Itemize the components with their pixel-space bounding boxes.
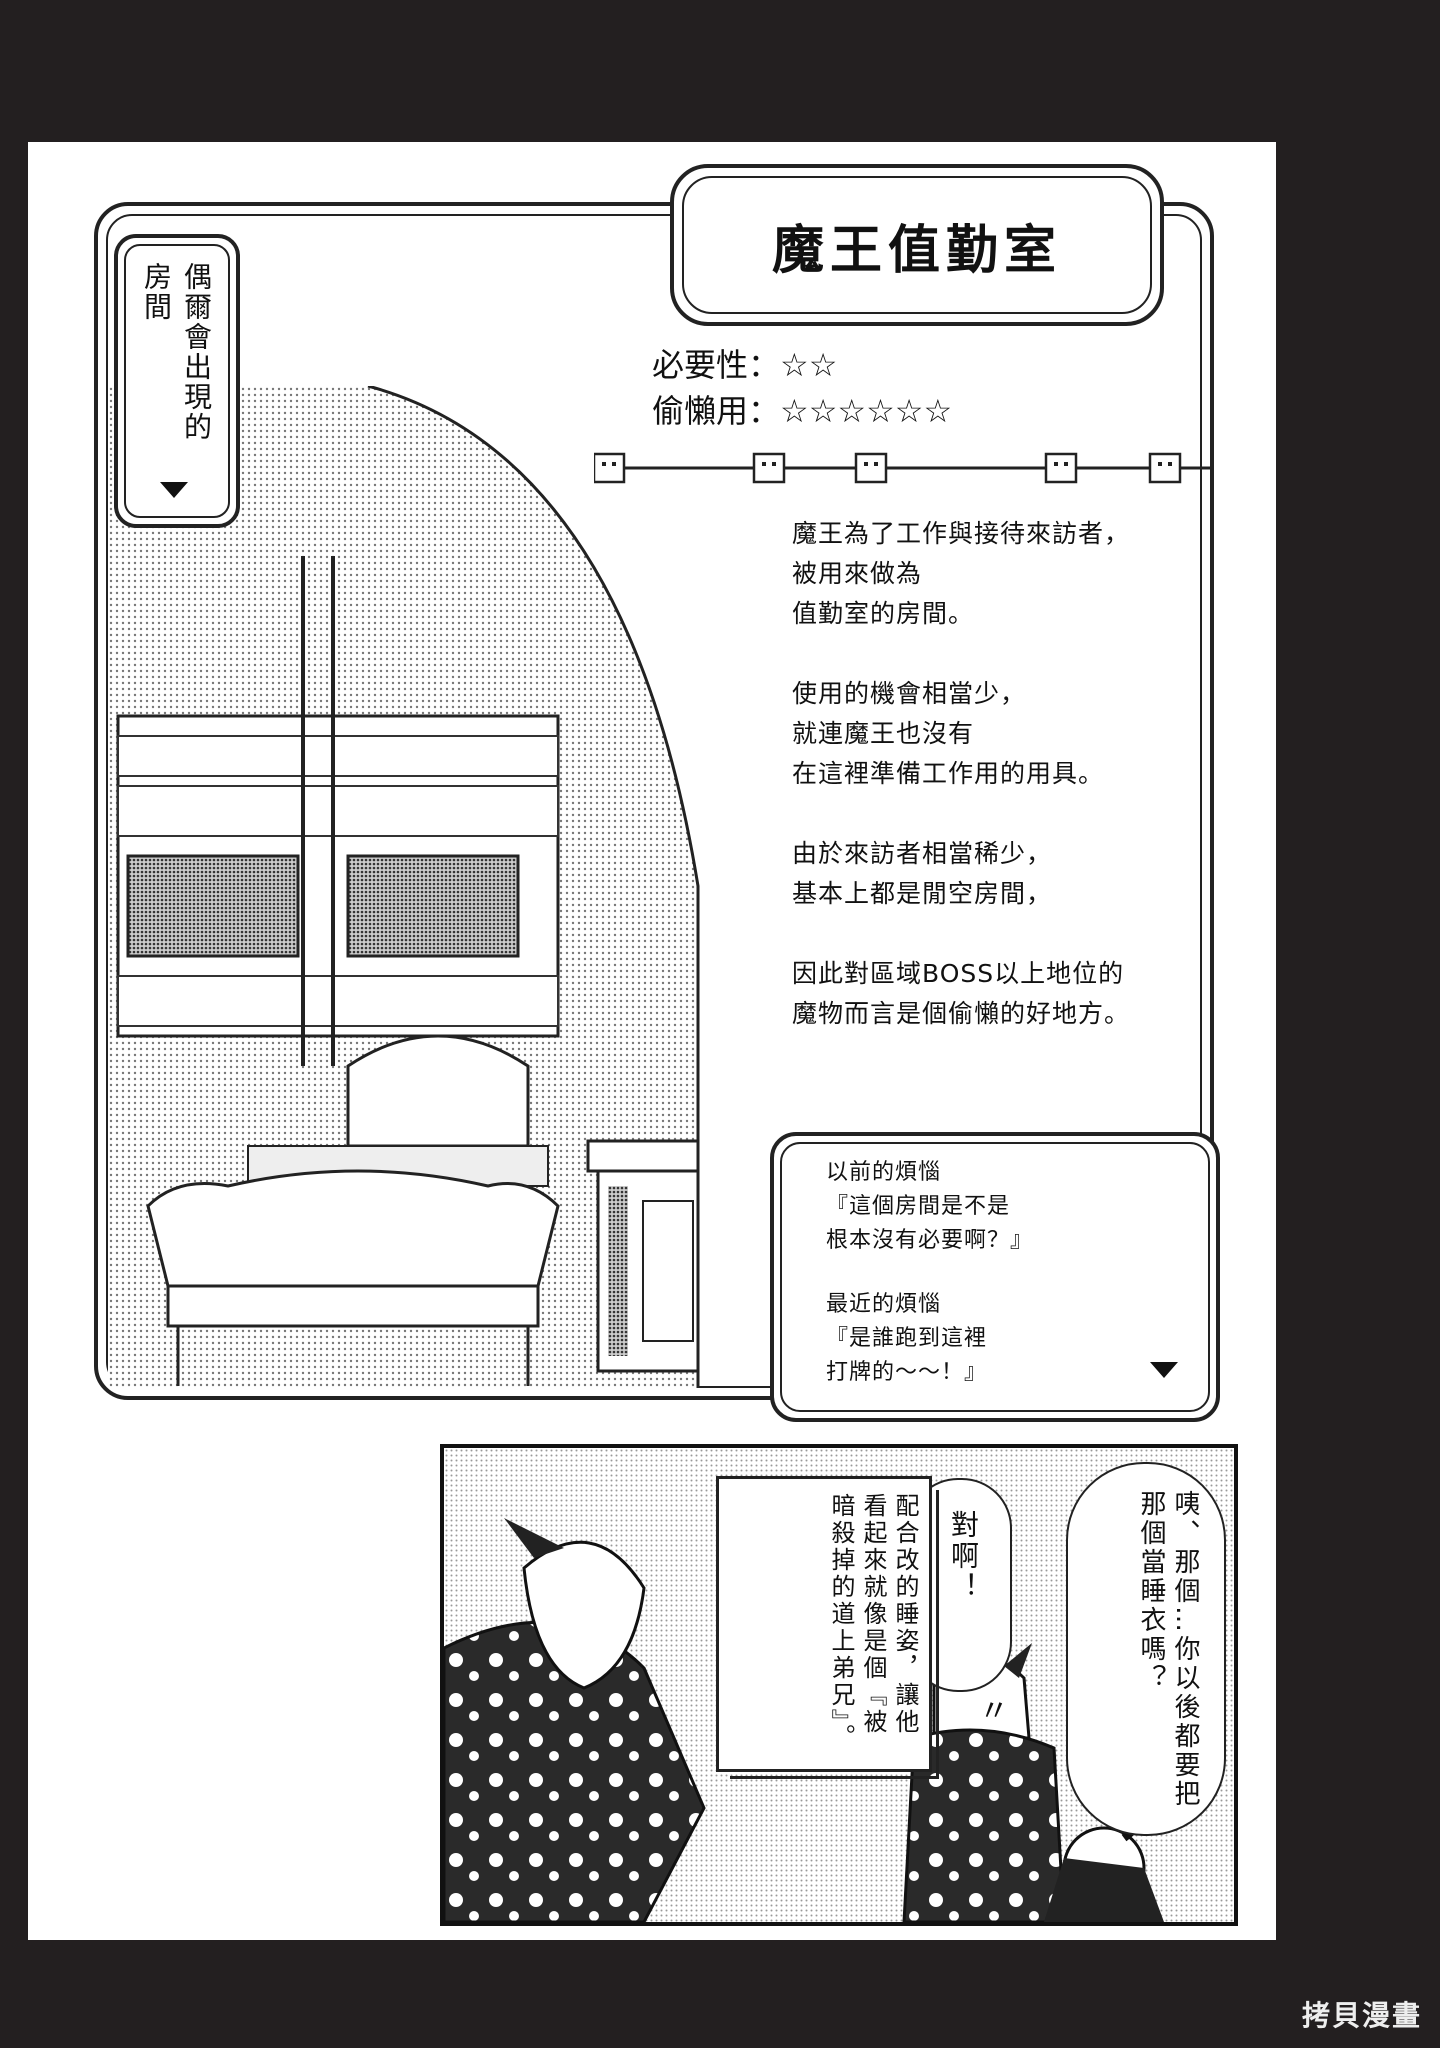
speech-text: 咦、那個…你以後都要把那個當睡衣嗎？ <box>1136 1490 1200 1809</box>
room-illustration <box>108 386 788 1388</box>
description-line: 值勤室的房間。 <box>792 599 975 628</box>
room-description: 魔王為了工作與接待來訪者， 被用來做為 值勤室的房間。 使用的機會相當少， 就連… <box>792 514 1232 1074</box>
description-line: 由於來訪者相當稀少， <box>792 839 1053 868</box>
sound-effect: 〃 <box>979 1694 1009 1729</box>
recent-worry-line: 打牌的〜〜！』 <box>826 1360 988 1385</box>
past-worry-line: 根本沒有必要啊？』 <box>826 1228 1034 1253</box>
comic-panel: 咦、那個…你以後都要把那個當睡衣嗎？ 對啊！ 配合改的睡姿，讓他看起來就像是個『… <box>440 1444 1238 1926</box>
past-worry-label: 以前的煩惱 <box>826 1160 942 1185</box>
description-line: 基本上都是閒空房間， <box>792 879 1053 908</box>
speech-bubble-right: 咦、那個…你以後都要把那個當睡衣嗎？ <box>1066 1462 1226 1836</box>
description-paragraph: 魔王為了工作與接待來訪者， 被用來做為 值勤室的房間。 <box>792 514 1232 634</box>
triangle-down-icon <box>160 482 188 498</box>
worries-text: 以前的煩惱 『這個房間是不是 根本沒有必要啊？』 最近的煩惱 『是誰跑到這裡 打… <box>826 1156 1033 1390</box>
description-line: 魔王為了工作與接待來訪者， <box>792 519 1131 548</box>
rating-label: 必要性： <box>652 346 781 384</box>
side-tab: 偶爾會出現的房間 <box>114 234 240 528</box>
rating-label: 偷懶用： <box>652 392 781 430</box>
manga-page: 魔王值勤室 偶爾會出現的房間 必要性：☆☆ 偷懶用：☆☆☆☆☆☆ <box>28 142 1276 1940</box>
decorative-rail <box>594 452 1214 484</box>
description-line: 使用的機會相當少， <box>792 679 1027 708</box>
watermark: 拷貝漫畫 <box>1301 1999 1422 2032</box>
description-paragraph: 使用的機會相當少， 就連魔王也沒有 在這裡準備工作用的用具。 <box>792 674 1232 794</box>
recent-worry-label: 最近的煩惱 <box>826 1292 942 1317</box>
description-line: 就連魔王也沒有 <box>792 719 975 748</box>
description-line: 因此對區域BOSS以上地位的 <box>792 959 1125 988</box>
past-worry-line: 『這個房間是不是 <box>826 1194 1011 1219</box>
room-drawing <box>108 386 700 1388</box>
side-tab-label: 偶爾會出現的房間 <box>140 262 213 442</box>
recent-worry-line: 『是誰跑到這裡 <box>826 1326 988 1351</box>
description-line: 在這裡準備工作用的用具。 <box>792 759 1105 788</box>
description-paragraph: 由於來訪者相當稀少， 基本上都是閒空房間， <box>792 834 1232 914</box>
caption-box: 配合改的睡姿，讓他看起來就像是個『被暗殺掉的道上弟兄』。 <box>716 1476 939 1779</box>
worries-note-box: 以前的煩惱 『這個房間是不是 根本沒有必要啊？』 最近的煩惱 『是誰跑到這裡 打… <box>770 1132 1220 1422</box>
rating-slacking: 偷懶用：☆☆☆☆☆☆ <box>652 388 952 434</box>
description-paragraph: 因此對區域BOSS以上地位的 魔物而言是個偷懶的好地方。 <box>792 954 1232 1034</box>
rating-stars: ☆☆ <box>780 346 838 384</box>
speech-text: 對啊！ <box>947 1510 980 1603</box>
description-line: 被用來做為 <box>792 559 923 588</box>
page-title: 魔王值勤室 <box>771 219 1062 281</box>
triangle-down-icon <box>1150 1362 1178 1378</box>
description-line: 魔物而言是個偷懶的好地方。 <box>792 999 1131 1028</box>
ratings: 必要性：☆☆ 偷懶用：☆☆☆☆☆☆ <box>652 342 952 434</box>
rating-necessity: 必要性：☆☆ <box>652 342 952 388</box>
title-box: 魔王值勤室 <box>670 164 1164 326</box>
caption-text: 配合改的睡姿，讓他看起來就像是個『被暗殺掉的道上弟兄』。 <box>827 1493 919 1751</box>
rating-stars: ☆☆☆☆☆☆ <box>780 392 953 430</box>
